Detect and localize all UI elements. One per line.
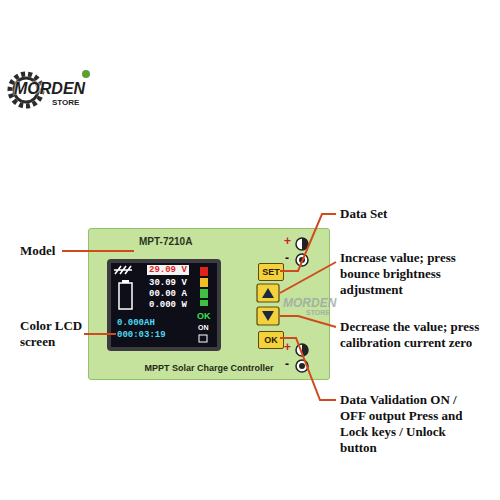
model-number: MPT-7210A bbox=[139, 236, 192, 247]
logo-subtext: STORE bbox=[52, 98, 79, 107]
callout-label: Data Validation ON / OFF output Press an… bbox=[340, 392, 480, 456]
watermark: MORDEN bbox=[283, 296, 336, 310]
lcd-time: 000:03:19 bbox=[117, 330, 166, 340]
lcd-current: 00.00 A bbox=[149, 289, 187, 299]
terminal-sign: + bbox=[284, 234, 291, 248]
lcd-screen: 29.09 V 30.09 V00.00 A0.000 W 0.000AH 000:0… bbox=[107, 259, 221, 351]
lcd-voltage-in: 29.09 V bbox=[147, 265, 189, 275]
ok-button: OK bbox=[258, 331, 284, 349]
terminal-sign: - bbox=[285, 251, 289, 265]
button-label: OK bbox=[259, 335, 283, 345]
callout-label: Color LCD screen bbox=[20, 318, 90, 350]
panel-title: MPPT Solar Charge Controller bbox=[89, 363, 329, 373]
leader-lines bbox=[62, 214, 336, 400]
lcd-voltage-out: 30.09 V bbox=[149, 278, 187, 288]
callout-label: Decrease the value; press calibration cu… bbox=[340, 319, 495, 351]
watermark: STORE bbox=[306, 309, 330, 316]
callout-label: Model bbox=[20, 243, 55, 259]
logo-text: MORDEN bbox=[14, 80, 85, 98]
button-label: SET bbox=[259, 267, 283, 277]
terminal-sign: + bbox=[284, 340, 291, 354]
lcd-ok: OK bbox=[197, 311, 211, 321]
callout-label: Data Set bbox=[340, 206, 495, 222]
lcd-capacity: 0.000AH bbox=[117, 318, 155, 328]
terminal-sign: - bbox=[285, 357, 289, 371]
lcd-on: ON bbox=[198, 324, 209, 331]
logo-gear bbox=[10, 70, 90, 106]
set-button: SET bbox=[258, 263, 284, 281]
callout-label: Increase value; press bounce brightness … bbox=[340, 250, 490, 298]
lcd-power: 0.000 W bbox=[149, 300, 187, 310]
